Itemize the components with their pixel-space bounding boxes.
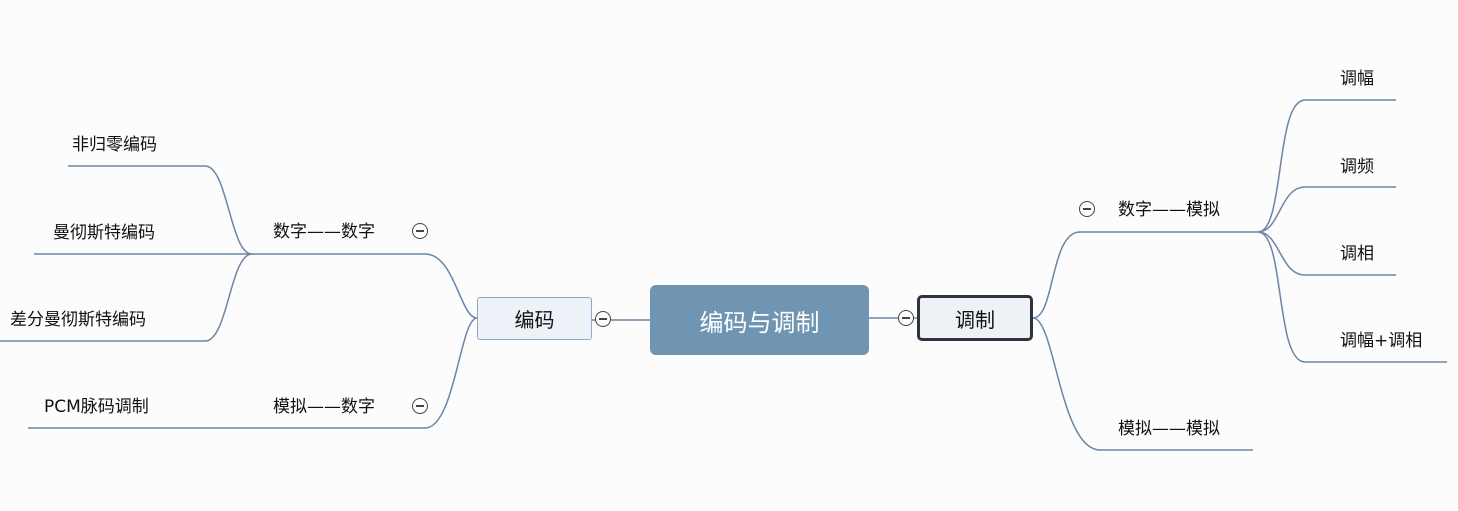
connector-right-branch-1 [1032, 231, 1258, 319]
collapse-toggle-modulation[interactable] [898, 310, 914, 326]
connector-leaf-r-4 [1257, 231, 1447, 363]
connector-leaf-r-3 [1257, 231, 1396, 276]
leaf-fm[interactable]: 调频 [1340, 157, 1374, 177]
connector-left-branch-2 [252, 317, 478, 429]
branch-digital-digital[interactable]: 数字——数字 [273, 222, 375, 242]
leaf-am[interactable]: 调幅 [1340, 69, 1374, 89]
collapse-toggle-digital-analog[interactable] [1079, 201, 1095, 217]
branch-analog-analog[interactable]: 模拟——模拟 [1118, 419, 1220, 439]
connector-leaf-r-2 [1257, 186, 1396, 233]
connector-leaf-r-1 [1257, 99, 1396, 233]
main-node-encoding[interactable]: 编码 [477, 297, 592, 340]
main-node-modulation[interactable]: 调制 [917, 295, 1033, 341]
connector-leaf-1-1 [68, 165, 253, 255]
leaf-pm[interactable]: 调相 [1340, 244, 1374, 264]
connector-right-branch-2 [1032, 317, 1253, 451]
leaf-nrz-encoding[interactable]: 非归零编码 [72, 135, 157, 155]
leaf-diff-manchester-encoding[interactable]: 差分曼彻斯特编码 [10, 310, 146, 330]
main-node-modulation-label: 调制 [955, 307, 995, 332]
branch-digital-analog[interactable]: 数字——模拟 [1118, 200, 1220, 220]
connector-left-branch-1 [252, 253, 478, 319]
branch-analog-digital[interactable]: 模拟——数字 [273, 397, 375, 417]
collapse-toggle-analog-digital[interactable] [412, 398, 428, 414]
connector-leaf-1-3 [0, 253, 253, 342]
root-node-label: 编码与调制 [699, 308, 820, 337]
leaf-manchester-encoding[interactable]: 曼彻斯特编码 [53, 223, 155, 243]
collapse-toggle-digital-digital[interactable] [412, 223, 428, 239]
leaf-am-pm[interactable]: 调幅+调相 [1340, 331, 1423, 351]
main-node-encoding-label: 编码 [514, 308, 555, 332]
leaf-pcm[interactable]: PCM脉码调制 [44, 397, 149, 417]
collapse-toggle-encoding[interactable] [595, 311, 611, 327]
root-node[interactable]: 编码与调制 [650, 285, 869, 355]
